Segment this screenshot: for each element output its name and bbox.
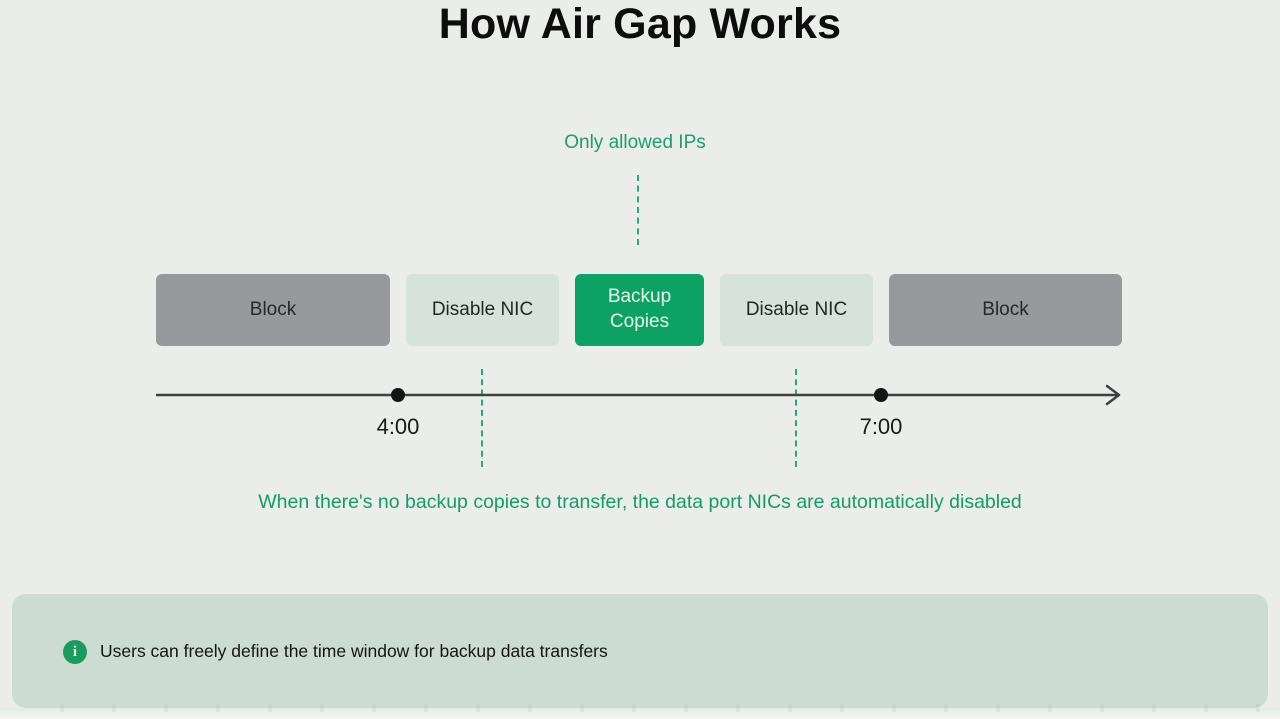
diagram-caption: When there's no backup copies to transfe… xyxy=(258,491,1022,513)
phase-disable-nic-right: Disable NIC xyxy=(720,274,873,346)
note-bar: i Users can freely define the time windo… xyxy=(12,594,1268,708)
bottom-segment-ticks xyxy=(12,704,1268,712)
dashed-connector-allowed-ips xyxy=(637,175,639,245)
time-marker-start: 4:00 xyxy=(376,414,420,439)
phase-label: Disable NIC xyxy=(431,298,534,320)
info-icon: i xyxy=(63,640,87,664)
bottom-strip xyxy=(0,704,1280,719)
phase-backup-copies: Backup Copies xyxy=(575,274,704,346)
phase-label: Disable NIC xyxy=(745,298,848,320)
phase-label: Block xyxy=(249,298,297,320)
phase-label: Backup Copies xyxy=(607,286,672,332)
time-marker-end: 7:00 xyxy=(859,414,903,439)
timeline-dot-end xyxy=(874,388,888,402)
timeline-arrow xyxy=(156,384,1121,406)
phase-label: Block xyxy=(982,298,1029,320)
page-title: How Air Gap Works xyxy=(438,0,842,48)
phase-block-right: Block xyxy=(889,274,1122,346)
timeline-dot-start xyxy=(391,388,405,402)
phase-block-left: Block xyxy=(156,274,390,346)
note-text: Users can freely define the time window … xyxy=(100,640,608,661)
dashed-window-start-line xyxy=(481,369,483,467)
only-allowed-ips-label: Only allowed IPs xyxy=(564,132,706,153)
dashed-window-end-line xyxy=(795,369,797,467)
phase-disable-nic-left: Disable NIC xyxy=(406,274,559,346)
